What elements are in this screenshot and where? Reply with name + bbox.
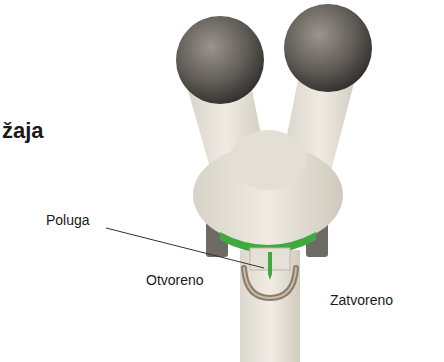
eyepiece <box>284 4 372 92</box>
stand-column <box>240 250 300 362</box>
heading-text: žaja <box>2 118 44 144</box>
position-label: Zatvoreno <box>330 292 393 308</box>
head-top <box>230 130 306 190</box>
eyepiece <box>176 16 264 104</box>
position-label: Otvoreno <box>146 272 204 288</box>
part-label: Poluga <box>46 212 90 228</box>
lever <box>268 252 272 280</box>
leader-line <box>106 228 264 268</box>
